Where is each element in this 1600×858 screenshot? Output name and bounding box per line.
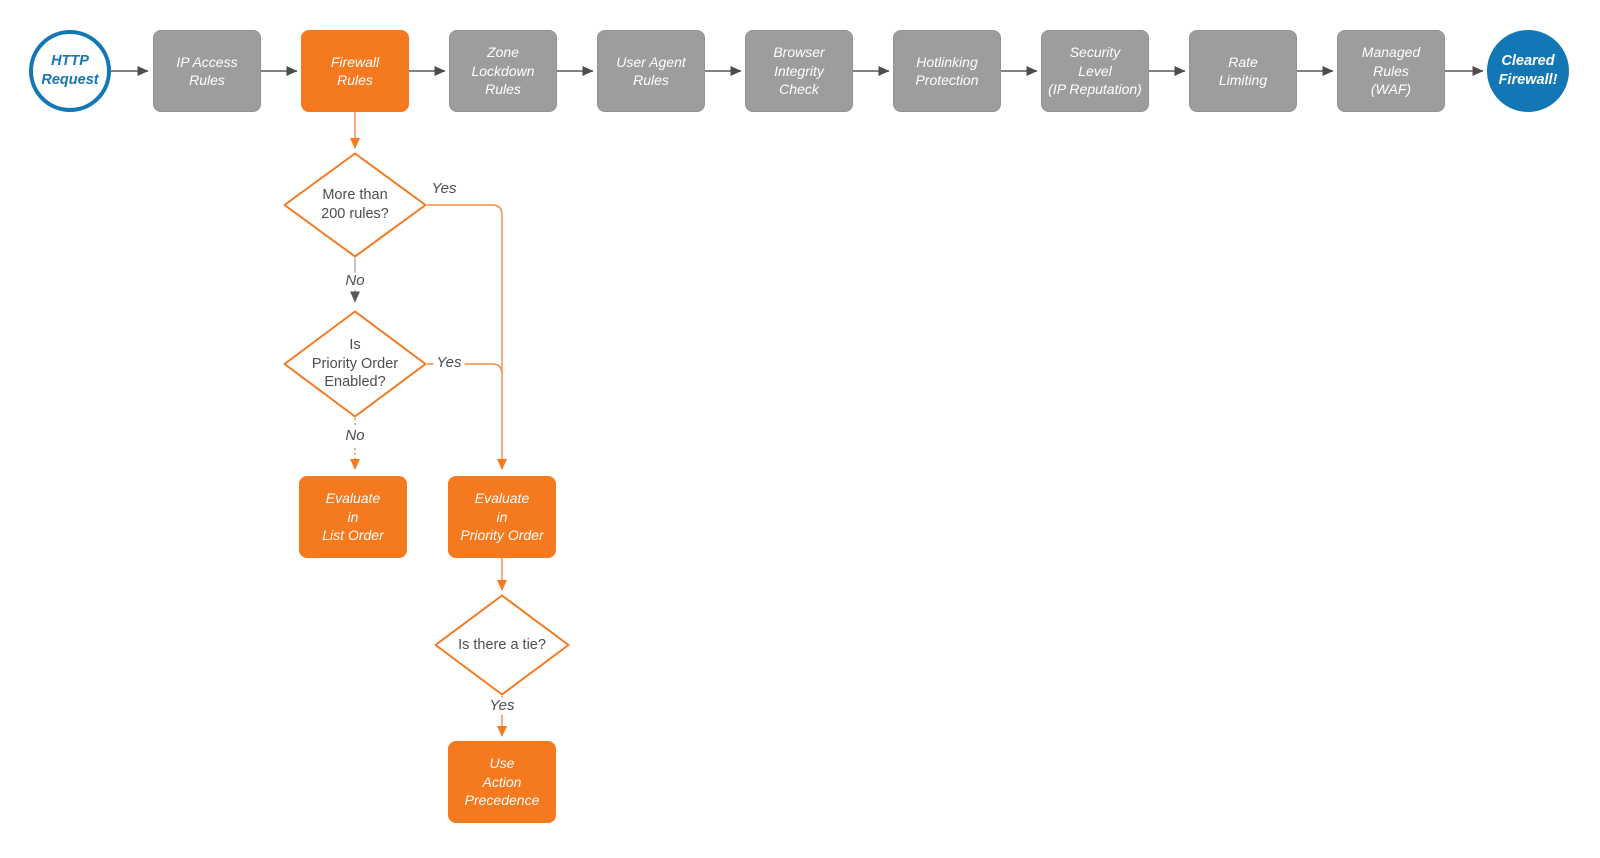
decision-label: Is Priority Order Enabled?	[311, 336, 399, 391]
step-security-level-ip-reputation: Security Level (IP Reputation)	[1041, 30, 1149, 112]
diamond-shape	[283, 310, 427, 418]
decision-more-than-200-rules: More than 200 rules?	[283, 152, 427, 258]
edge-label-d2-no: No	[342, 427, 368, 445]
edge-label-d1-no: No	[342, 272, 368, 290]
decision-is-there-a-tie: Is there a tie?	[434, 594, 570, 696]
step-browser-integrity-check: Browser Integrity Check	[745, 30, 853, 112]
action-evaluate-in-list-order: Evaluate in List Order	[299, 476, 407, 558]
end-node-cleared-firewall: Cleared Firewall!	[1487, 30, 1569, 112]
edge-label-d3-yes: Yes	[486, 697, 518, 715]
step-managed-rules-waf: Managed Rules (WAF)	[1337, 30, 1445, 112]
step-rate-limiting: Rate Limiting	[1189, 30, 1297, 112]
step-firewall-rules: Firewall Rules	[301, 30, 409, 112]
start-node-http-request: HTTP Request	[29, 30, 111, 112]
edge-label-d2-yes: Yes	[433, 354, 465, 372]
step-hotlinking-protection: Hotlinking Protection	[893, 30, 1001, 112]
step-ip-access-rules: IP Access Rules	[153, 30, 261, 112]
diamond-shape	[434, 594, 570, 696]
decision-is-priority-order-enabled: Is Priority Order Enabled?	[283, 310, 427, 418]
edge-label-d1-yes: Yes	[431, 179, 457, 197]
diamond-shape	[283, 152, 427, 258]
step-user-agent-rules: User Agent Rules	[597, 30, 705, 112]
connector-d1-yes-to-priority-order	[427, 204, 507, 470]
step-zone-lockdown-rules: Zone Lockdown Rules	[449, 30, 557, 112]
decision-label: Is there a tie?	[458, 636, 546, 653]
action-use-action-precedence: Use Action Precedence	[448, 741, 556, 823]
action-evaluate-in-priority-order: Evaluate in Priority Order	[448, 476, 556, 558]
decision-label: More than 200 rules?	[321, 187, 389, 222]
